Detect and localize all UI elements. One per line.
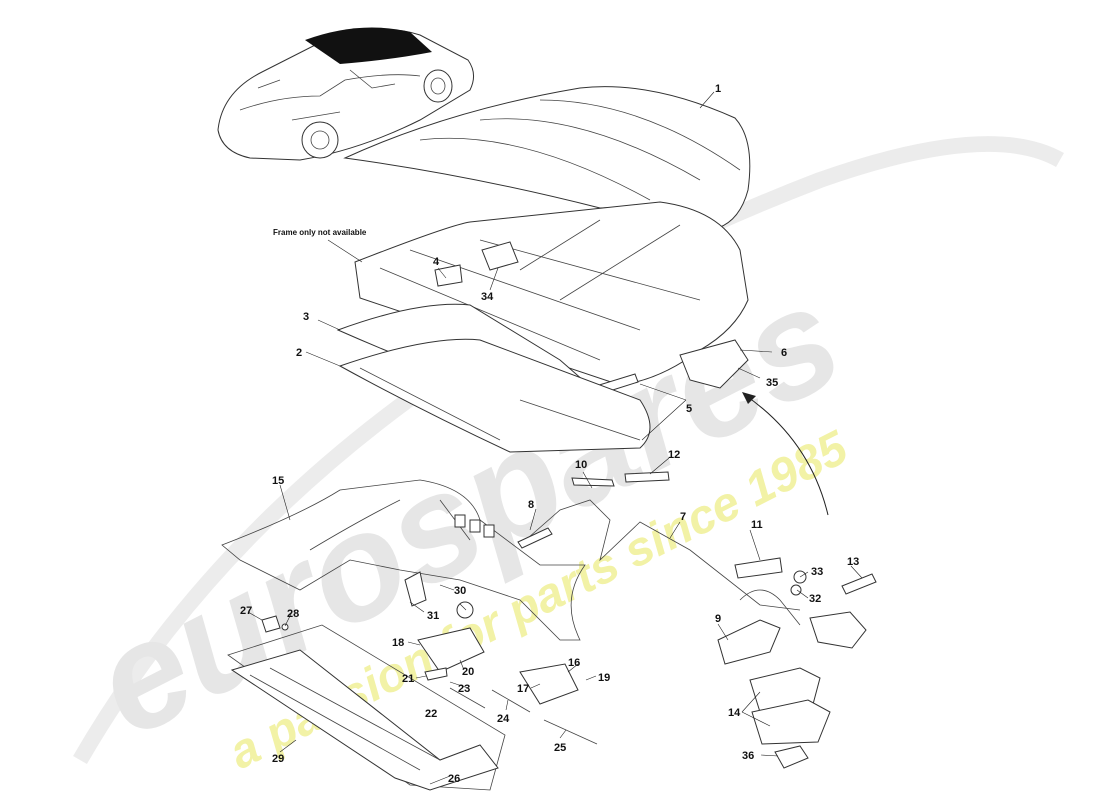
callout-30: 30: [454, 585, 466, 597]
callout-13: 13: [847, 556, 859, 568]
part-24-rod: [491, 689, 531, 713]
parts-16-23-motors: [404, 571, 579, 709]
callout-9: 9: [715, 613, 721, 625]
callout-16: 16: [568, 657, 580, 669]
callout-20: 20: [462, 666, 474, 678]
part-26-tray: [227, 624, 506, 791]
part-9-pump: [717, 589, 867, 665]
part-1-soft-top: [343, 86, 751, 229]
callout-17: 17: [517, 683, 529, 695]
callout-36: 36: [742, 750, 754, 762]
part-11-valve: [734, 557, 783, 579]
callout-1: 1: [715, 83, 721, 95]
part-2-trim-panel: [338, 338, 651, 453]
part-32-33-fittings: [790, 570, 807, 596]
callout-4: 4: [433, 256, 440, 268]
part-36-pad: [774, 745, 809, 769]
callout-28: 28: [287, 608, 299, 620]
callout-31: 31: [427, 610, 439, 622]
callout-27: 27: [240, 605, 252, 617]
callout-18: 18: [392, 637, 404, 649]
callout-12: 12: [668, 449, 680, 461]
callout-25: 25: [554, 742, 566, 754]
callout-6: 6: [781, 347, 787, 359]
callouts: 1 2 3 4 5 6 7 8 9 10 11 12 13 14 15 16 1…: [240, 83, 859, 785]
callout-34: 34: [481, 291, 494, 303]
roof-frame-assembly: [354, 201, 749, 395]
part-25-rod: [543, 719, 598, 745]
callout-33: 33: [811, 566, 823, 578]
frame-availability-note: Frame only not available: [273, 228, 367, 237]
part-14-bracket: [749, 667, 831, 745]
callout-32: 32: [809, 593, 821, 605]
callout-5: 5: [686, 403, 692, 415]
callout-19: 19: [598, 672, 610, 684]
callout-24: 24: [497, 713, 510, 725]
hydraulic-lines: [517, 471, 801, 611]
callout-7: 7: [680, 511, 686, 523]
part-27-clip: [261, 615, 281, 633]
part-13-connector: [841, 573, 877, 595]
callout-23: 23: [458, 683, 470, 695]
callout-22: 22: [425, 708, 437, 720]
callout-35: 35: [766, 377, 778, 389]
callout-2: 2: [296, 347, 302, 359]
callout-14: 14: [728, 707, 741, 719]
direction-arrow: [744, 394, 829, 516]
callout-15: 15: [272, 475, 284, 487]
callout-29: 29: [272, 753, 284, 765]
callout-8: 8: [528, 499, 534, 511]
callout-11: 11: [751, 519, 763, 531]
callout-21: 21: [402, 673, 414, 685]
leader-lines: [247, 91, 863, 785]
callout-10: 10: [575, 459, 587, 471]
part-15-wiring-harness: [221, 479, 586, 641]
callout-3: 3: [303, 311, 309, 323]
callout-26: 26: [448, 773, 460, 785]
car-illustration: [217, 27, 474, 161]
arrow-head-icon: [742, 392, 756, 404]
part-28-screw: [281, 623, 289, 631]
